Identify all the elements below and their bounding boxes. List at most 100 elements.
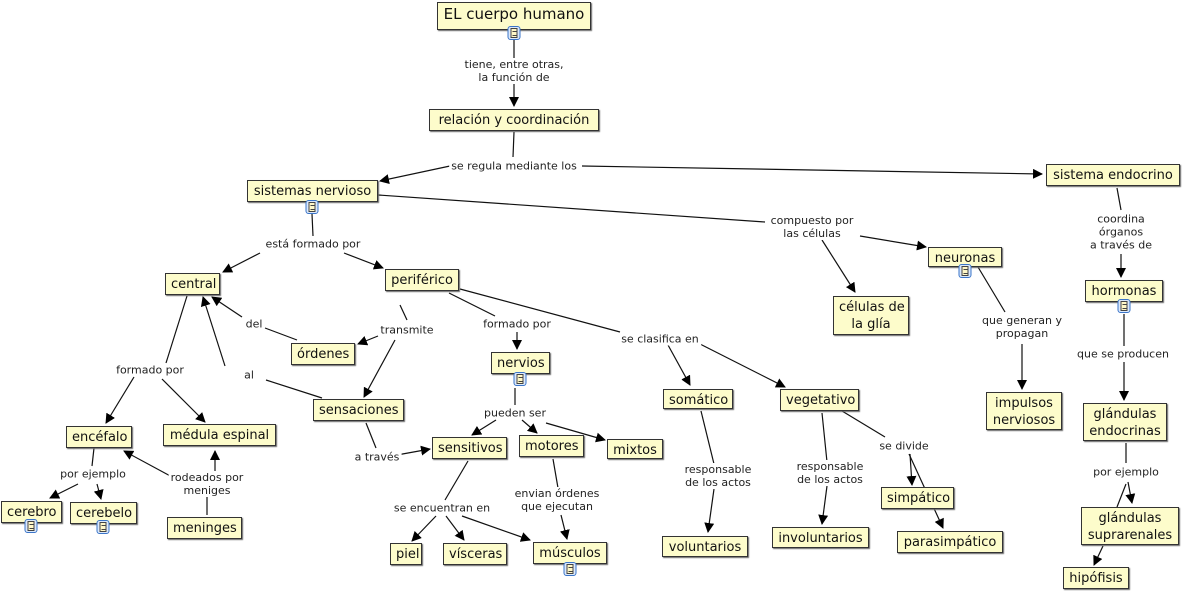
arrow-connector: [821, 239, 856, 293]
arrow-connector: [818, 485, 829, 525]
concept-hormonas[interactable]: hormonas: [1085, 280, 1163, 302]
concept-simpatico[interactable]: simpático: [881, 487, 954, 509]
arrow-connector: [161, 378, 206, 423]
arrow-connector: [461, 515, 531, 542]
line-connector: [448, 292, 496, 317]
line-connector: [1116, 483, 1127, 508]
document-icon[interactable]: [507, 26, 521, 40]
concept-motores[interactable]: motores: [519, 435, 584, 457]
link-divide: se divide: [877, 439, 931, 453]
concept-parasimpatico[interactable]: parasimpático: [897, 531, 1003, 553]
concept-relacion[interactable]: relación y coordinación: [429, 109, 599, 131]
line-connector: [821, 412, 828, 463]
concept-encefalo[interactable]: encéfalo: [66, 426, 132, 448]
concept-meninges[interactable]: meninges: [167, 517, 242, 539]
arrow-connector: [222, 252, 261, 273]
line-connector: [264, 327, 298, 341]
document-icon[interactable]: [513, 372, 527, 386]
line-connector: [444, 460, 469, 501]
document-icon[interactable]: [24, 519, 38, 533]
link-transmite: transmite: [378, 323, 436, 337]
arrow-connector: [1093, 545, 1104, 566]
document-icon[interactable]: [958, 264, 972, 278]
line-connector: [165, 295, 188, 364]
concept-periferico[interactable]: periférico: [385, 269, 459, 291]
concept-musculos[interactable]: músculos: [533, 542, 607, 564]
line-connector: [377, 194, 766, 223]
arrow-connector: [49, 483, 79, 499]
link-clasifica: se clasifica en: [619, 332, 701, 346]
arrow-connector: [200, 296, 226, 367]
arrow-connector: [363, 339, 396, 398]
concept-sistemas-nervioso[interactable]: sistemas nervioso: [247, 180, 378, 202]
line-connector: [1116, 187, 1122, 211]
link-rodeados: rodeados por meniges: [168, 471, 246, 497]
document-icon[interactable]: [305, 200, 319, 214]
line-connector: [700, 410, 715, 465]
concept-impulsos[interactable]: impulsos nerviosos: [986, 392, 1062, 430]
concept-ordenes[interactable]: órdenes: [291, 343, 355, 365]
concept-glandulas-endocrinas[interactable]: glándulas endocrinas: [1083, 403, 1167, 441]
arrow-connector: [1125, 481, 1136, 504]
concept-sistema-endocrino[interactable]: sistema endocrino: [1046, 164, 1180, 186]
arrow-connector: [545, 422, 606, 443]
concept-somatico[interactable]: somático: [663, 389, 733, 409]
line-connector: [552, 458, 559, 489]
concept-involuntarios[interactable]: involuntarios: [772, 527, 869, 548]
link-atraves: a través: [352, 450, 402, 464]
link-coordina: coordina órganos a través de: [1087, 212, 1155, 252]
arrow-connector: [396, 445, 431, 456]
line-connector: [311, 213, 314, 237]
line-connector: [265, 379, 323, 399]
link-compuesto: compuesto por las células: [768, 214, 856, 240]
line-connector: [841, 410, 886, 438]
arrow-connector: [93, 483, 104, 500]
concept-hipofisis[interactable]: hipófisis: [1063, 567, 1129, 589]
arrow-connector: [859, 235, 927, 251]
concept-visceras[interactable]: vísceras: [443, 543, 507, 565]
link-envian: envian órdenes que ejecutan: [512, 487, 602, 513]
line-connector: [91, 447, 95, 467]
concept-vegetativo[interactable]: vegetativo: [780, 389, 859, 411]
arrow-connector: [559, 514, 570, 540]
line-connector: [365, 422, 377, 449]
concept-suprarrenales[interactable]: glándulas suprarenales: [1081, 507, 1179, 545]
link-al: al: [242, 368, 256, 382]
arrow-connector: [357, 335, 379, 346]
arrow-connector: [906, 453, 917, 486]
concept-celulas-glia[interactable]: células de la glía: [833, 296, 909, 335]
arrow-connector: [699, 343, 786, 388]
concept-central[interactable]: central: [165, 273, 220, 295]
concept-sensitivos[interactable]: sensitivos: [432, 437, 507, 459]
link-tiene: tiene, entre otras, la función de: [462, 58, 566, 84]
arrow-connector: [581, 165, 1043, 179]
link-ejemplo-glandulas: por ejemplo: [1091, 465, 1161, 479]
arrow-connector: [105, 376, 135, 424]
link-ejemplo-encefalo: por ejemplo: [58, 467, 128, 481]
arrow-connector: [411, 515, 437, 542]
concept-voluntarios[interactable]: voluntarios: [662, 536, 748, 557]
concept-mixtos[interactable]: mixtos: [607, 439, 663, 459]
concept-medula[interactable]: médula espinal: [163, 424, 276, 446]
arrow-connector: [521, 419, 538, 434]
concept-piel[interactable]: piel: [390, 543, 422, 565]
line-connector: [512, 131, 515, 158]
line-connector: [399, 304, 408, 321]
arrow-connector: [445, 515, 465, 541]
link-formado-periferico: formado por: [481, 317, 553, 331]
arrow-connector: [667, 344, 691, 386]
concept-neuronas[interactable]: neuronas: [928, 247, 1002, 267]
concept-cerebro[interactable]: cerebro: [1, 501, 62, 523]
link-formado-nervioso: está formado por: [263, 237, 363, 251]
link-responsable-vegetativo: responsable de los actos: [794, 460, 866, 486]
document-icon[interactable]: [96, 520, 110, 534]
arrow-connector: [471, 419, 497, 436]
link-responsable-somatico: responsable de los actos: [682, 463, 754, 489]
concept-nervios[interactable]: nervios: [491, 352, 550, 374]
document-icon[interactable]: [1117, 299, 1131, 313]
concept-sensaciones[interactable]: sensaciones: [313, 399, 404, 421]
arrow-connector: [123, 450, 175, 479]
document-icon[interactable]: [563, 562, 577, 576]
link-encuentran: se encuentran en: [391, 501, 493, 515]
